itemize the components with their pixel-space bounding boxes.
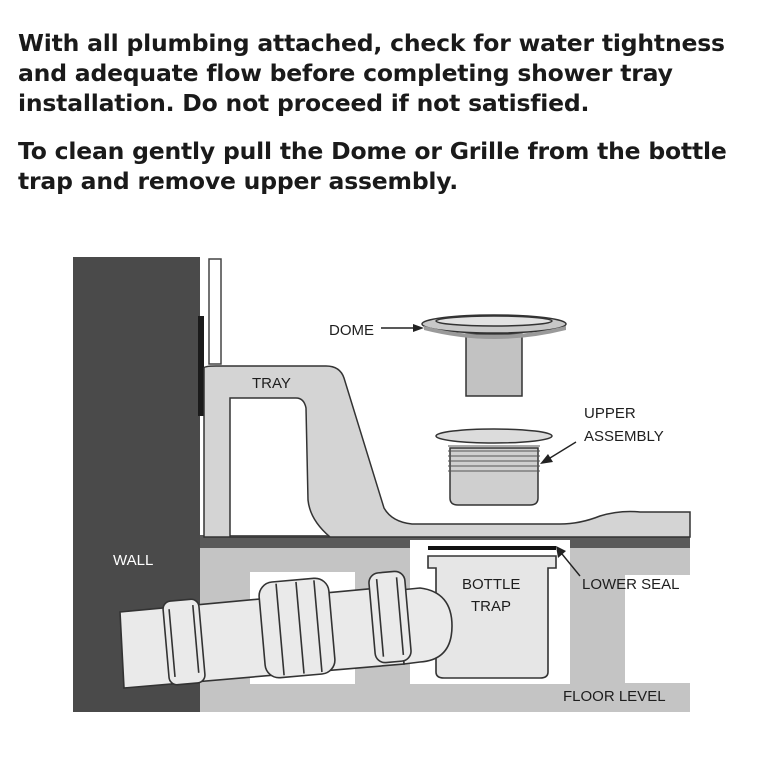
label-floor-level: FLOOR LEVEL [563,688,666,705]
wall-seal-strip [198,316,204,416]
upper-assembly [435,428,553,506]
label-dome: DOME [329,322,374,339]
label-lower-seal: LOWER SEAL [582,576,680,593]
wall-upstand [208,258,222,365]
label-upper-assembly-1: UPPER [584,405,636,422]
dome [421,314,567,397]
label-wall: WALL [113,552,153,569]
tray [203,365,691,538]
waste-pipe [119,570,453,689]
label-upper-assembly-2: ASSEMBLY [584,428,664,445]
instruction-paragraph-1: With all plumbing attached, check for wa… [18,29,725,118]
instructions: With all plumbing attached, check for wa… [18,28,748,214]
bottle-trap [427,546,557,679]
label-bottle-trap-1: BOTTLE [462,576,520,593]
leader-arrows [381,324,581,577]
label-bottle-trap-2: TRAP [471,598,511,615]
label-tray: TRAY [252,375,291,392]
instruction-paragraph-2: To clean gently pull the Dome or Grille … [18,137,727,196]
